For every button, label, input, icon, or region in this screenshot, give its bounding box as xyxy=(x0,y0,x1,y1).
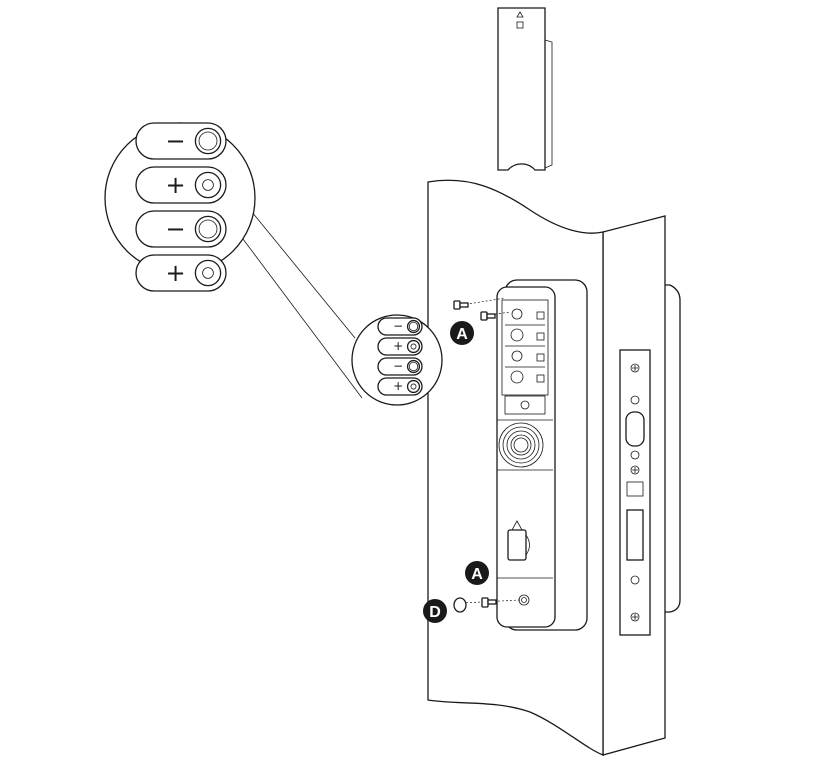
battery-polarity: + xyxy=(166,171,186,199)
battery: − xyxy=(377,317,423,336)
battery-polarity: + xyxy=(393,339,403,353)
callout-d: D xyxy=(423,599,447,623)
callout-label: A xyxy=(456,326,468,343)
battery: − xyxy=(377,357,423,376)
callout-a-bottom: A xyxy=(465,561,489,585)
detail-leader-lines xyxy=(237,194,363,399)
battery-polarity: − xyxy=(166,215,186,243)
callout-label: D xyxy=(429,604,441,621)
battery-detail-large: − + − + xyxy=(104,122,256,292)
interior-unit xyxy=(496,279,588,631)
battery-detail-small: − + − + xyxy=(351,314,443,406)
battery: − xyxy=(135,210,227,248)
mortise-faceplate xyxy=(619,349,651,636)
callout-a-top: A xyxy=(450,321,474,345)
battery: + xyxy=(135,254,227,292)
battery-polarity: − xyxy=(166,127,186,155)
battery-polarity: − xyxy=(393,319,403,333)
callout-label: A xyxy=(471,566,483,583)
screws xyxy=(453,297,521,613)
battery-polarity: + xyxy=(393,379,403,393)
battery-polarity: + xyxy=(166,259,186,287)
battery-polarity: − xyxy=(393,359,403,373)
battery: − xyxy=(135,122,227,160)
battery-cover xyxy=(497,7,553,171)
battery: + xyxy=(377,377,423,396)
battery: + xyxy=(377,337,423,356)
battery: + xyxy=(135,166,227,204)
